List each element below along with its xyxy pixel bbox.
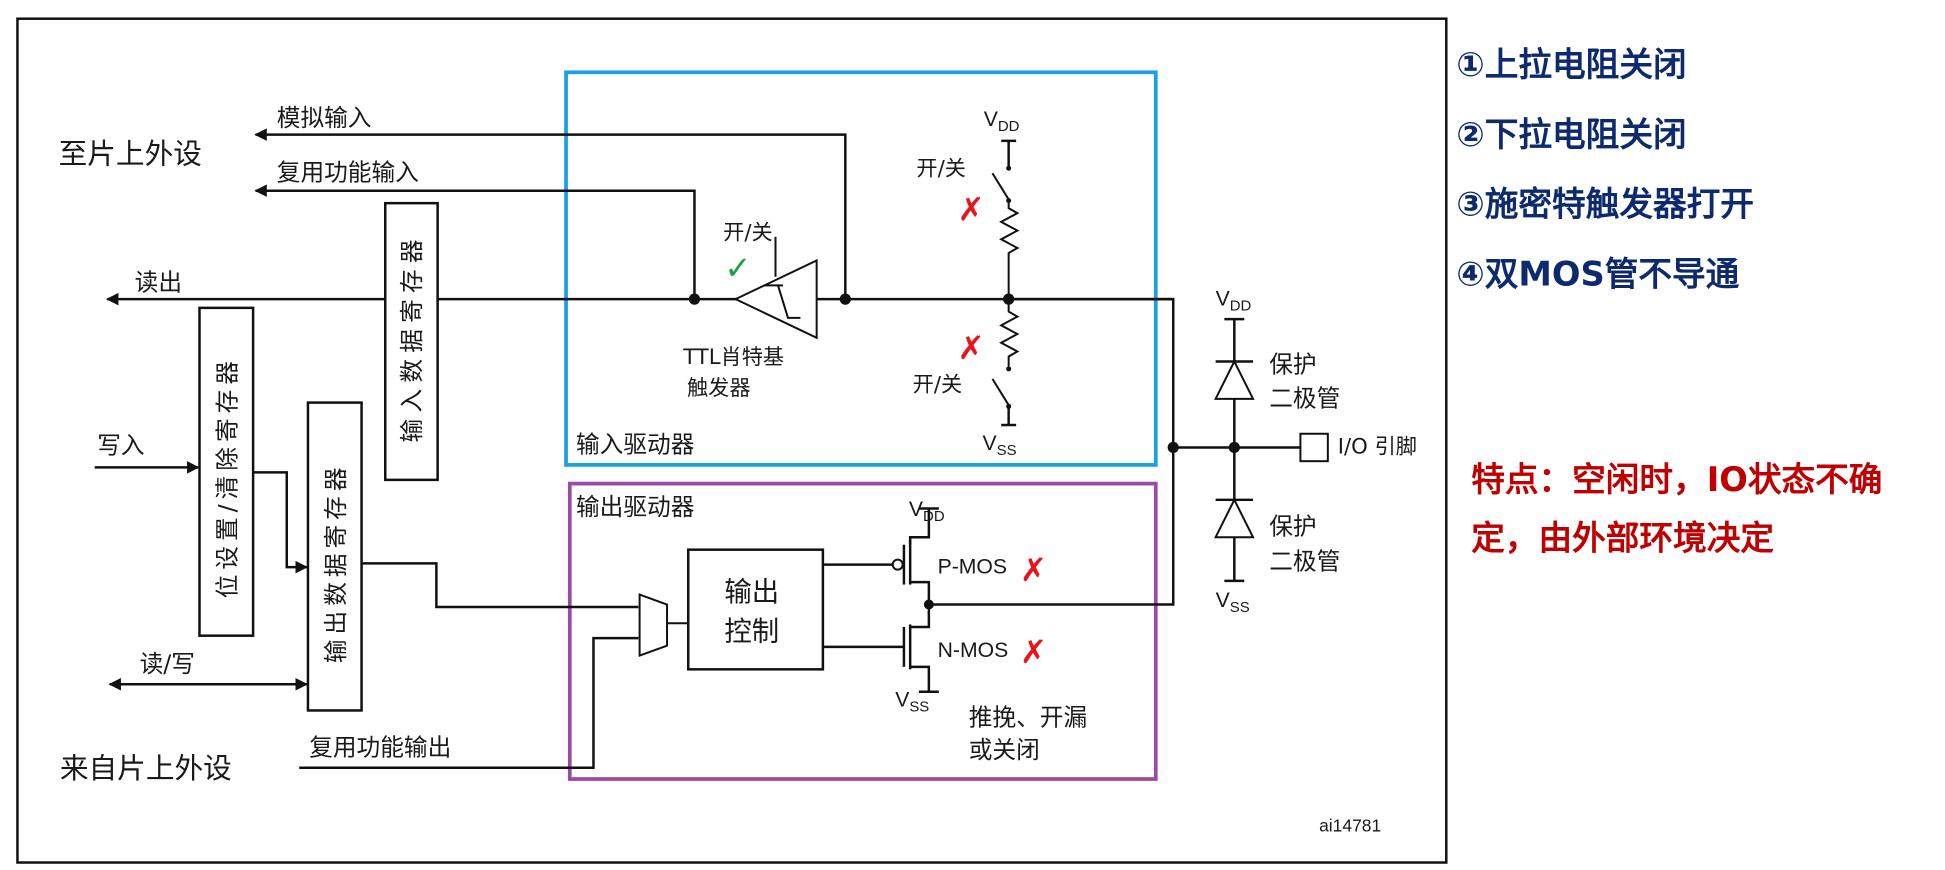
- pulldown-switch-label: 开/关: [913, 371, 963, 396]
- note-item-1: ①上拉电阻关闭: [1456, 45, 1686, 84]
- output-mux: [638, 593, 669, 658]
- io-pin-pad: [1299, 432, 1329, 463]
- output-mode-label-2: 或关闭: [969, 736, 1040, 764]
- output-control-block: [686, 548, 825, 671]
- output-data-register: [306, 401, 363, 712]
- pullup-switch-label: 开/关: [916, 156, 966, 181]
- input-driver-label: 输入驱动器: [576, 430, 694, 458]
- io-pin-label: I/O 引脚: [1338, 434, 1417, 459]
- note-item-3: ③施密特触发器打开: [1456, 185, 1754, 224]
- lower-diode-label-2: 二极管: [1269, 548, 1340, 576]
- figure-id: ai14781: [1319, 815, 1381, 835]
- pmos-disabled-mark: ✗: [1020, 551, 1047, 589]
- input-vss-label: VSS: [982, 432, 1016, 459]
- odr-to-mux-wire: [361, 562, 639, 609]
- feature-note-line-2: 定，由外部环境决定: [1471, 519, 1774, 558]
- output-mode-label-1: 推挽、开漏: [969, 703, 1087, 731]
- input-to-pin-wire: [1008, 297, 1175, 448]
- nmos-disabled-mark: ✗: [1020, 633, 1047, 671]
- upper-protection-diode: [1214, 317, 1255, 448]
- output-to-pin-wire: [928, 447, 1175, 606]
- output-vss-label: VSS: [895, 689, 929, 716]
- nmos-label: N-MOS: [938, 639, 1009, 662]
- output-control-label-2: 控制: [724, 617, 779, 648]
- nmos-transistor: [822, 604, 939, 694]
- input-data-register: [384, 201, 439, 482]
- lower-protection-diode: [1214, 447, 1255, 583]
- pullup-resistor: [991, 139, 1020, 300]
- schmitt-trigger: [733, 236, 818, 340]
- diagram-frame: [16, 17, 1448, 864]
- bit-set-reset-register-label: 位设置/清除寄存器: [214, 356, 242, 598]
- from-peripheral-label: 来自片上外设: [60, 751, 232, 785]
- note-item-4: ④双MOS管不导通: [1456, 254, 1739, 293]
- pulldown-disabled-mark: ✗: [958, 329, 985, 367]
- protection-vdd-label: VDD: [1216, 287, 1252, 314]
- junction-pin-diodes: [1228, 441, 1240, 454]
- trigger-label-2: 触发器: [687, 375, 751, 400]
- junction-alt-input: [688, 293, 701, 305]
- upper-diode-label-2: 二极管: [1269, 384, 1340, 412]
- to-peripheral-label: 至片上外设: [59, 136, 202, 170]
- output-driver-box: [567, 481, 1158, 781]
- bsrr-to-odr-wire: [253, 471, 308, 574]
- trigger-switch-label: 开/关: [723, 219, 773, 244]
- trigger-label-1: TTL肖特基: [682, 344, 784, 369]
- alt-func-output-label: 复用功能输出: [309, 733, 451, 761]
- pmos-label: P-MOS: [938, 555, 1007, 578]
- protection-vss-label: VSS: [1216, 589, 1250, 616]
- analog-input-label: 模拟输入: [277, 104, 372, 132]
- feature-note-line-1: 特点：空闲时，IO状态不确: [1471, 460, 1882, 499]
- input-driver-box: [564, 70, 1158, 467]
- write-in-label: 写入: [97, 432, 144, 460]
- upper-diode-label-1: 保护: [1269, 351, 1316, 379]
- analog-input-wire: [254, 128, 847, 300]
- alt-func-output-wire: [299, 636, 639, 770]
- note-item-2: ②下拉电阻关闭: [1456, 115, 1686, 154]
- output-data-register-label: 输出数据寄存器: [322, 463, 350, 664]
- alt-func-input-wire: [254, 184, 696, 300]
- junction-pin-left: [1167, 441, 1179, 454]
- pullup-disabled-mark: ✗: [958, 191, 985, 229]
- junction-analog-input: [839, 293, 851, 305]
- lower-diode-label-1: 保护: [1269, 513, 1316, 541]
- trigger-enabled-mark: ✓: [724, 249, 751, 287]
- input-data-register-label: 输入数据寄存器: [398, 233, 426, 442]
- read-out-label: 读出: [135, 268, 182, 296]
- pmos-transistor: [822, 507, 939, 605]
- read-write-label: 读/写: [140, 650, 195, 678]
- alt-func-input-label: 复用功能输入: [277, 159, 419, 187]
- pulldown-resistor: [991, 299, 1020, 427]
- output-control-label-1: 输出: [724, 577, 779, 608]
- output-driver-label: 输出驱动器: [576, 493, 694, 521]
- output-vdd-label: VDD: [909, 498, 945, 525]
- input-vdd-label: VDD: [984, 108, 1020, 135]
